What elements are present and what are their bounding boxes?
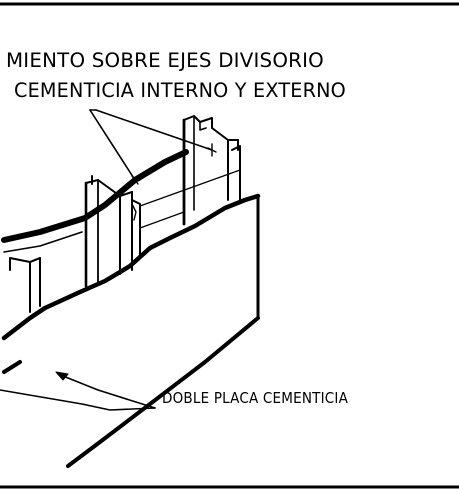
top-label-line-1: MIENTO SOBRE EJES DIVISORIO xyxy=(6,49,324,72)
lower-left-diagonal xyxy=(2,360,22,374)
axis-line-upper xyxy=(139,169,241,207)
top-label-leader-tick-left xyxy=(130,175,141,185)
bottom-label-leader-1 xyxy=(0,389,156,411)
middle-stud-right xyxy=(131,199,141,259)
left-stud-flange xyxy=(29,257,41,263)
top-track-edge xyxy=(1,149,189,243)
right-stud-back xyxy=(231,145,241,201)
right-stud-tab xyxy=(199,121,207,131)
right-stud-lip xyxy=(227,139,239,201)
top-label-leader-right xyxy=(95,109,213,151)
leader-arrowhead xyxy=(55,371,69,381)
top-label-line-2: CEMENTICIA INTERNO Y EXTERNO xyxy=(14,79,346,102)
top-label-leader-tick-right xyxy=(207,143,217,157)
top-label-leader-left xyxy=(89,109,136,181)
panel-diagonal-bottom xyxy=(66,316,260,468)
bottom-label: DOBLE PLACA CEMENTICIA xyxy=(162,389,348,407)
wall-assembly xyxy=(0,109,261,468)
axis-line-lower xyxy=(139,211,185,229)
middle-stud-detail xyxy=(131,203,137,221)
bottom-label-leader-2 xyxy=(57,373,156,409)
left-stud xyxy=(9,257,41,313)
top-track-inner-line xyxy=(3,231,83,253)
right-stud-flange-top xyxy=(183,115,239,141)
